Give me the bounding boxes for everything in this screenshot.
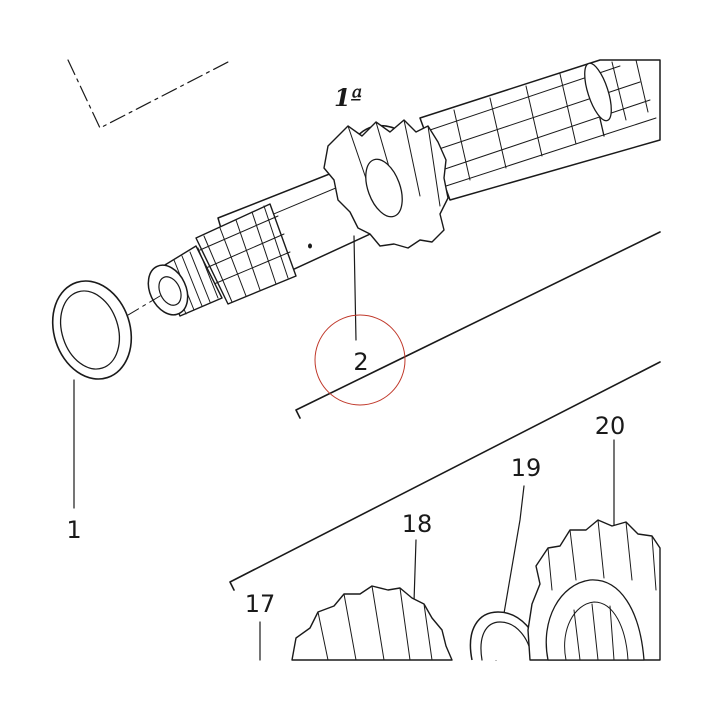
shaft-far-splines [419, 59, 661, 201]
callout-17: 17 [245, 590, 276, 618]
callout-2: 2 [353, 348, 368, 376]
shaft-oil-hole [308, 243, 312, 249]
group-brackets [229, 231, 661, 591]
callout-1: 1 [66, 516, 81, 544]
first-gear [323, 119, 449, 249]
gear-18 [291, 585, 453, 661]
first-gear-label: 1ª [334, 83, 362, 112]
leader-lines [73, 235, 615, 661]
highlight-circle [314, 314, 406, 406]
lower-gear-group [291, 519, 661, 661]
callout-20: 20 [595, 412, 626, 440]
main-shaft [85, 59, 661, 341]
callout-18: 18 [402, 510, 433, 538]
shaft-near-splines [195, 203, 297, 305]
thrust-washer [51, 280, 133, 380]
reference-frame [67, 59, 229, 129]
callout-19: 19 [511, 454, 542, 482]
shaft-thread [147, 245, 223, 317]
gear-20 [527, 519, 661, 661]
